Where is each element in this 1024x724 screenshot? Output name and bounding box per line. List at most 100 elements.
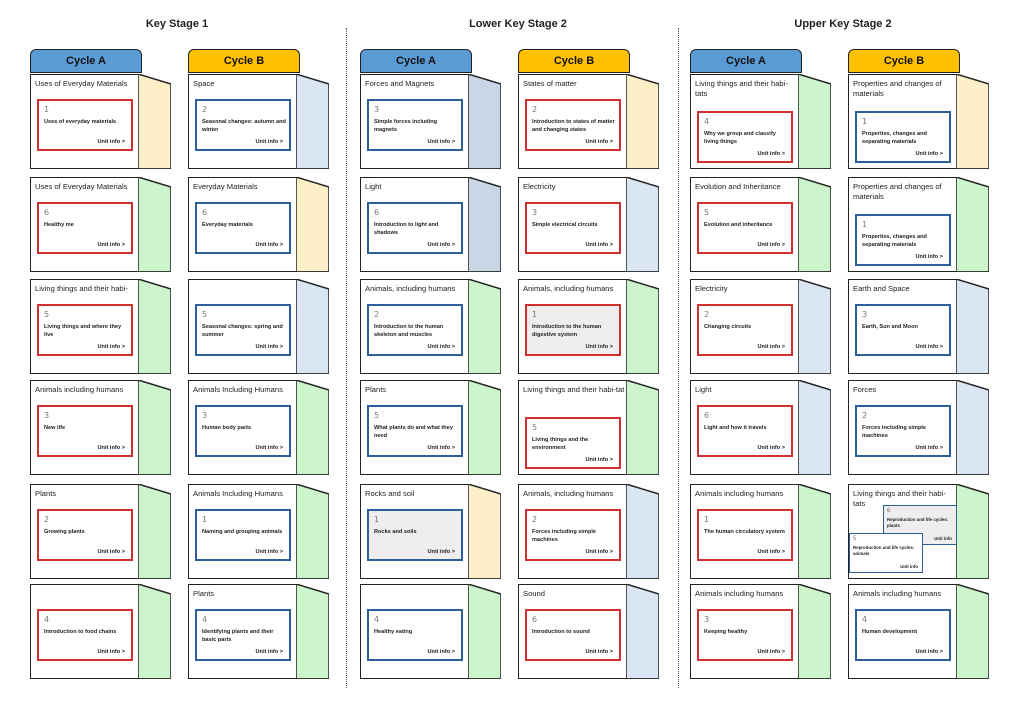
- unit-info-link[interactable]: Unit info: [757, 242, 785, 248]
- unit-info-link[interactable]: Unit info: [97, 445, 125, 451]
- unit-info-link[interactable]: Unit info: [255, 549, 283, 555]
- unit-name: Growing plants: [44, 529, 85, 535]
- unit-info-link[interactable]: Unit info: [757, 344, 785, 350]
- unit-info-link[interactable]: Unit info: [915, 445, 943, 451]
- unit-info-link[interactable]: Unit info: [757, 649, 785, 655]
- unit-info-link[interactable]: Unit info: [97, 344, 125, 350]
- unit-info-link[interactable]: Unit info: [427, 242, 455, 248]
- unit-number: 3: [704, 615, 710, 624]
- unit-info-link[interactable]: Unit info: [97, 549, 125, 555]
- unit-info-link[interactable]: Unit info: [757, 151, 785, 157]
- unit-info-link[interactable]: Unit info: [255, 649, 283, 655]
- unit-name: Human body parts: [202, 425, 252, 431]
- stage-title-uks2: Upper Key Stage 2: [794, 18, 892, 30]
- unit-info-link[interactable]: Unit info: [255, 445, 283, 451]
- unit-info-link[interactable]: Unit info: [97, 649, 125, 655]
- unit-info-link[interactable]: Unit info: [915, 344, 943, 350]
- unit-info-link[interactable]: Unit info: [585, 549, 613, 555]
- unit-info-link[interactable]: Unit info: [427, 549, 455, 555]
- cycle-a-header: Cycle A: [30, 49, 142, 73]
- unit-info-link[interactable]: Unit info: [427, 445, 455, 451]
- topic-title: Animals Including Humans: [193, 385, 283, 394]
- topic-tab: [138, 380, 171, 475]
- unit-info-link[interactable]: Unit info: [915, 254, 943, 260]
- unit-info-link[interactable]: Unit info: [757, 549, 785, 555]
- unit-info-link[interactable]: Unit info: [934, 536, 952, 541]
- unit-name: Reproduction and life cycles: plants: [887, 517, 949, 528]
- unit-info-link[interactable]: Unit info: [585, 344, 613, 350]
- topic-tab: [956, 279, 989, 374]
- topic-title: Space: [193, 79, 215, 88]
- topic-title: Living things and their habi-tats: [853, 489, 946, 509]
- unit-info-link[interactable]: Unit info: [255, 242, 283, 248]
- unit-info-link[interactable]: Unit info: [427, 344, 455, 350]
- unit-info-link[interactable]: Unit info: [585, 649, 613, 655]
- unit-info-link[interactable]: Unit info: [915, 649, 943, 655]
- unit-info-link[interactable]: Unit info: [255, 344, 283, 350]
- unit-number: 4: [202, 615, 208, 624]
- unit-info-link[interactable]: Unit info: [585, 139, 613, 145]
- topic-tab: [798, 279, 831, 374]
- unit-info-link[interactable]: Unit info: [427, 139, 455, 145]
- unit-number: 2: [532, 515, 538, 524]
- topic-title: Light: [365, 182, 382, 191]
- unit-info-link[interactable]: Unit info: [757, 445, 785, 451]
- unit-info-link[interactable]: Unit info: [97, 242, 125, 248]
- unit-info-link[interactable]: Unit info: [585, 457, 613, 463]
- unit-name: Properties, changes and separating mater…: [862, 131, 927, 145]
- unit-name: Living things and the environment: [532, 437, 589, 451]
- unit-info-link[interactable]: Unit info: [915, 151, 943, 157]
- topic-tab: [468, 380, 501, 475]
- unit-info-link[interactable]: Unit info: [900, 564, 918, 569]
- unit-info-link[interactable]: Unit info: [427, 649, 455, 655]
- unit-info-link[interactable]: Unit info: [585, 242, 613, 248]
- unit-info-link[interactable]: Unit info: [255, 139, 283, 145]
- unit-info-link[interactable]: Unit info: [97, 139, 125, 145]
- unit-number: 1: [704, 515, 710, 524]
- unit-number: 4: [704, 117, 710, 126]
